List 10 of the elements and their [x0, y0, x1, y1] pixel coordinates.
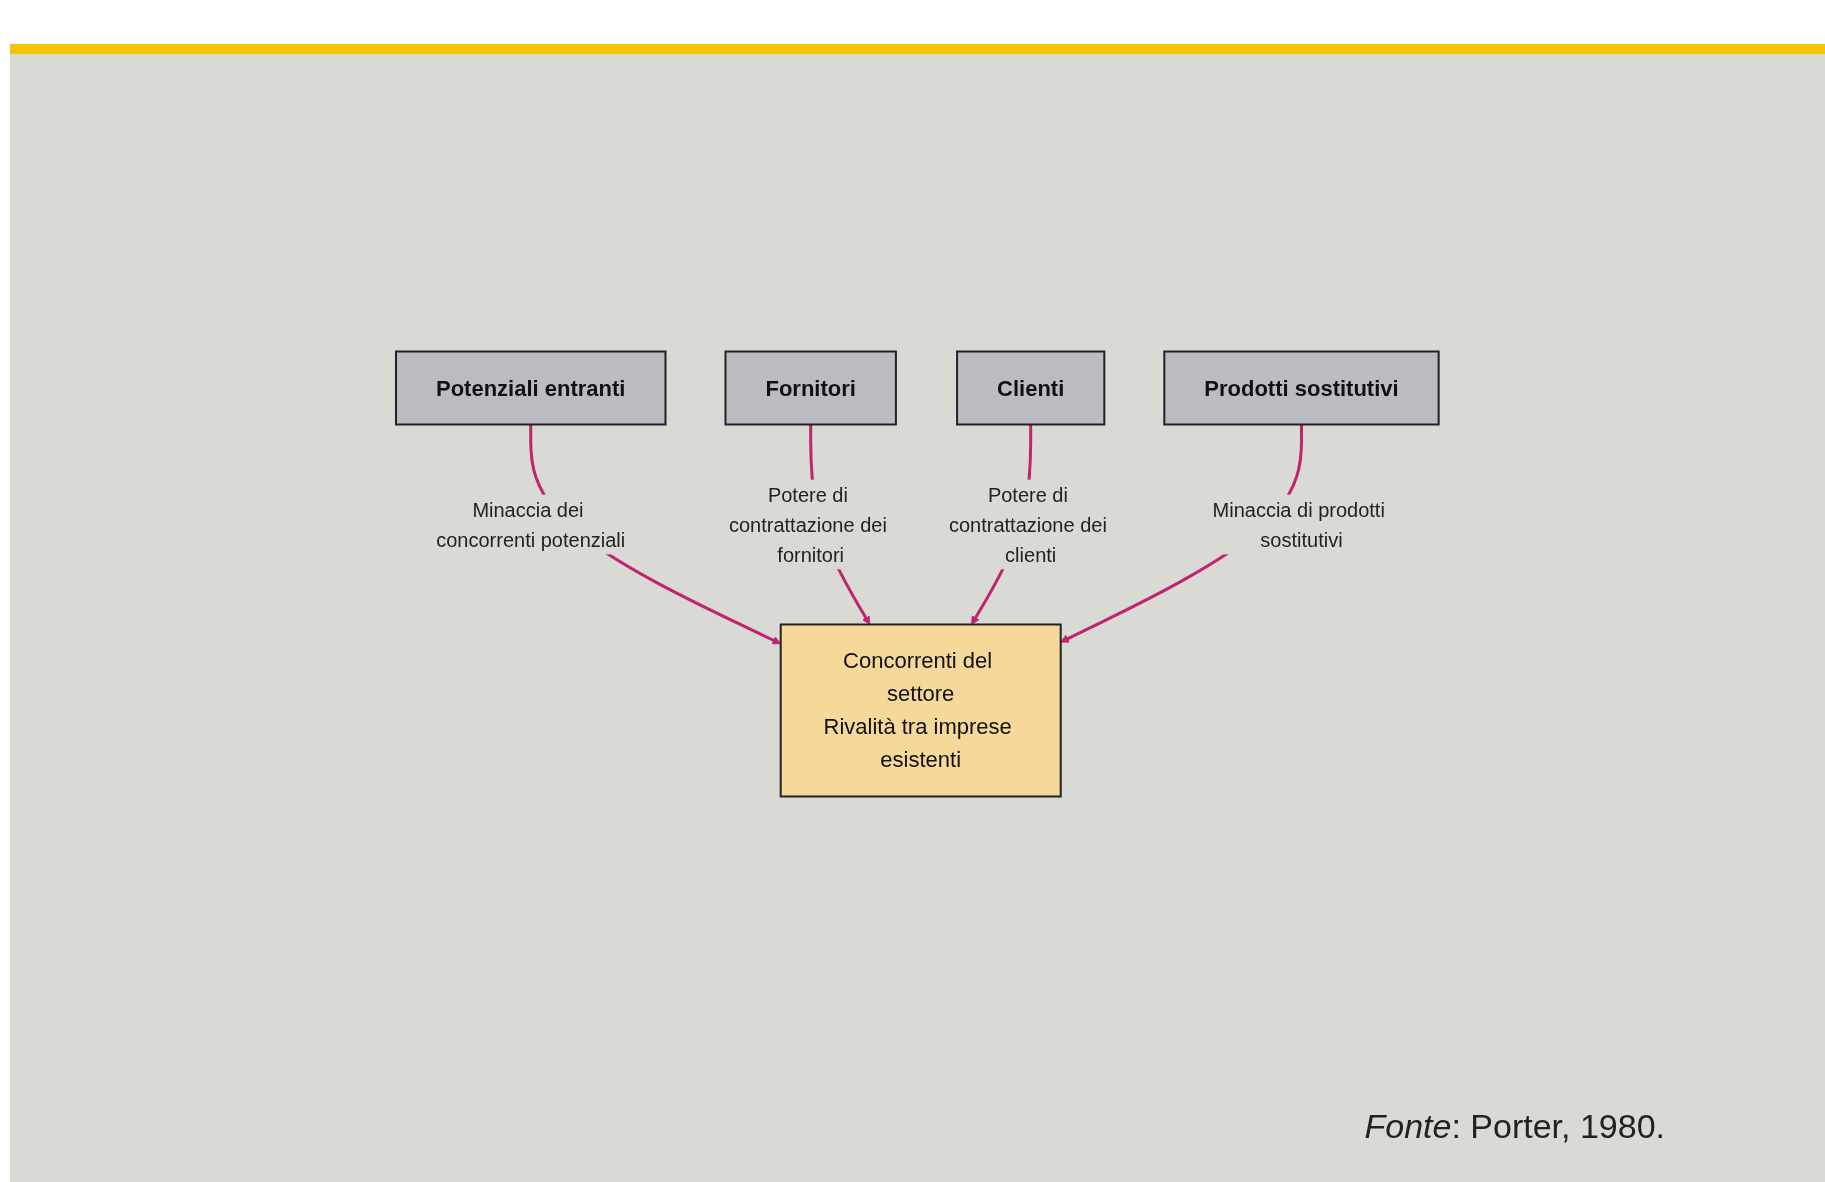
- edge-label: Minaccia di prodotti sostitutivi: [1212, 498, 1386, 551]
- node-box: Clienti: [956, 350, 1106, 426]
- edge-label: Minaccia dei concorrenti potenziali: [436, 498, 626, 551]
- node-box: Fornitori: [724, 350, 898, 426]
- node-box: Prodotti sostitutivi: [1163, 350, 1440, 426]
- node-box: Potenziali entranti: [395, 350, 667, 426]
- source-caption: Fonte: Porter, 1980.: [1364, 1107, 1665, 1146]
- edge-label: Potere di contrattazione dei clienti: [949, 483, 1108, 566]
- edge-label: Potere di contrattazione dei fornitori: [729, 483, 888, 566]
- node-box: Concorrenti del settore Rivalità tra imprese esistenti: [779, 623, 1062, 798]
